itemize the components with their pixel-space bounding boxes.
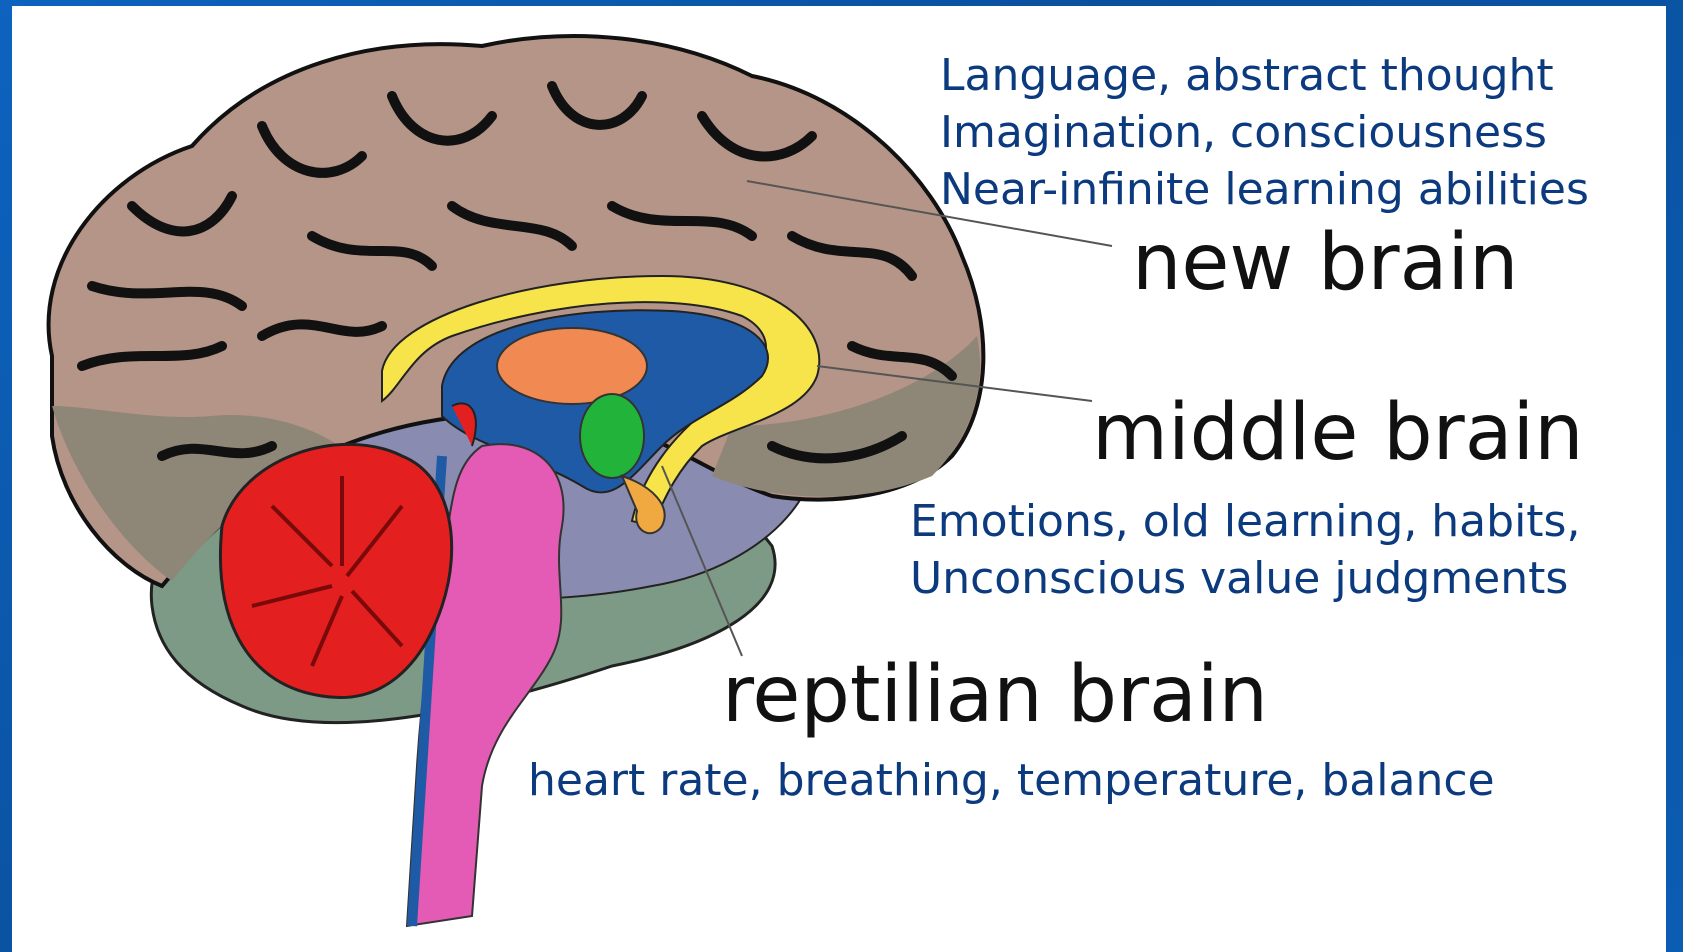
middle-brain-title: middle brain	[1092, 388, 1584, 478]
reptilian-brain-title: reptilian brain	[722, 650, 1268, 740]
middle-brain-desc-line-2: Unconscious value judgments	[910, 550, 1580, 607]
new-brain-desc-line-3: Near-infinite learning abilities	[940, 161, 1589, 218]
new-brain-desc-line-1: Language, abstract thought	[940, 47, 1589, 104]
middle-brain-description: Emotions, old learning, habits, Unconsci…	[910, 493, 1580, 607]
new-brain-title: new brain	[1132, 218, 1519, 308]
thalamus	[497, 328, 647, 404]
hypothalamus	[580, 394, 644, 478]
new-brain-desc-line-2: Imagination, consciousness	[940, 104, 1589, 161]
middle-brain-desc-line-1: Emotions, old learning, habits,	[910, 493, 1580, 550]
new-brain-description: Language, abstract thought Imagination, …	[940, 47, 1589, 218]
reptilian-brain-description: heart rate, breathing, temperature, bala…	[528, 752, 1495, 809]
reptilian-brain-desc-line-1: heart rate, breathing, temperature, bala…	[528, 752, 1495, 809]
